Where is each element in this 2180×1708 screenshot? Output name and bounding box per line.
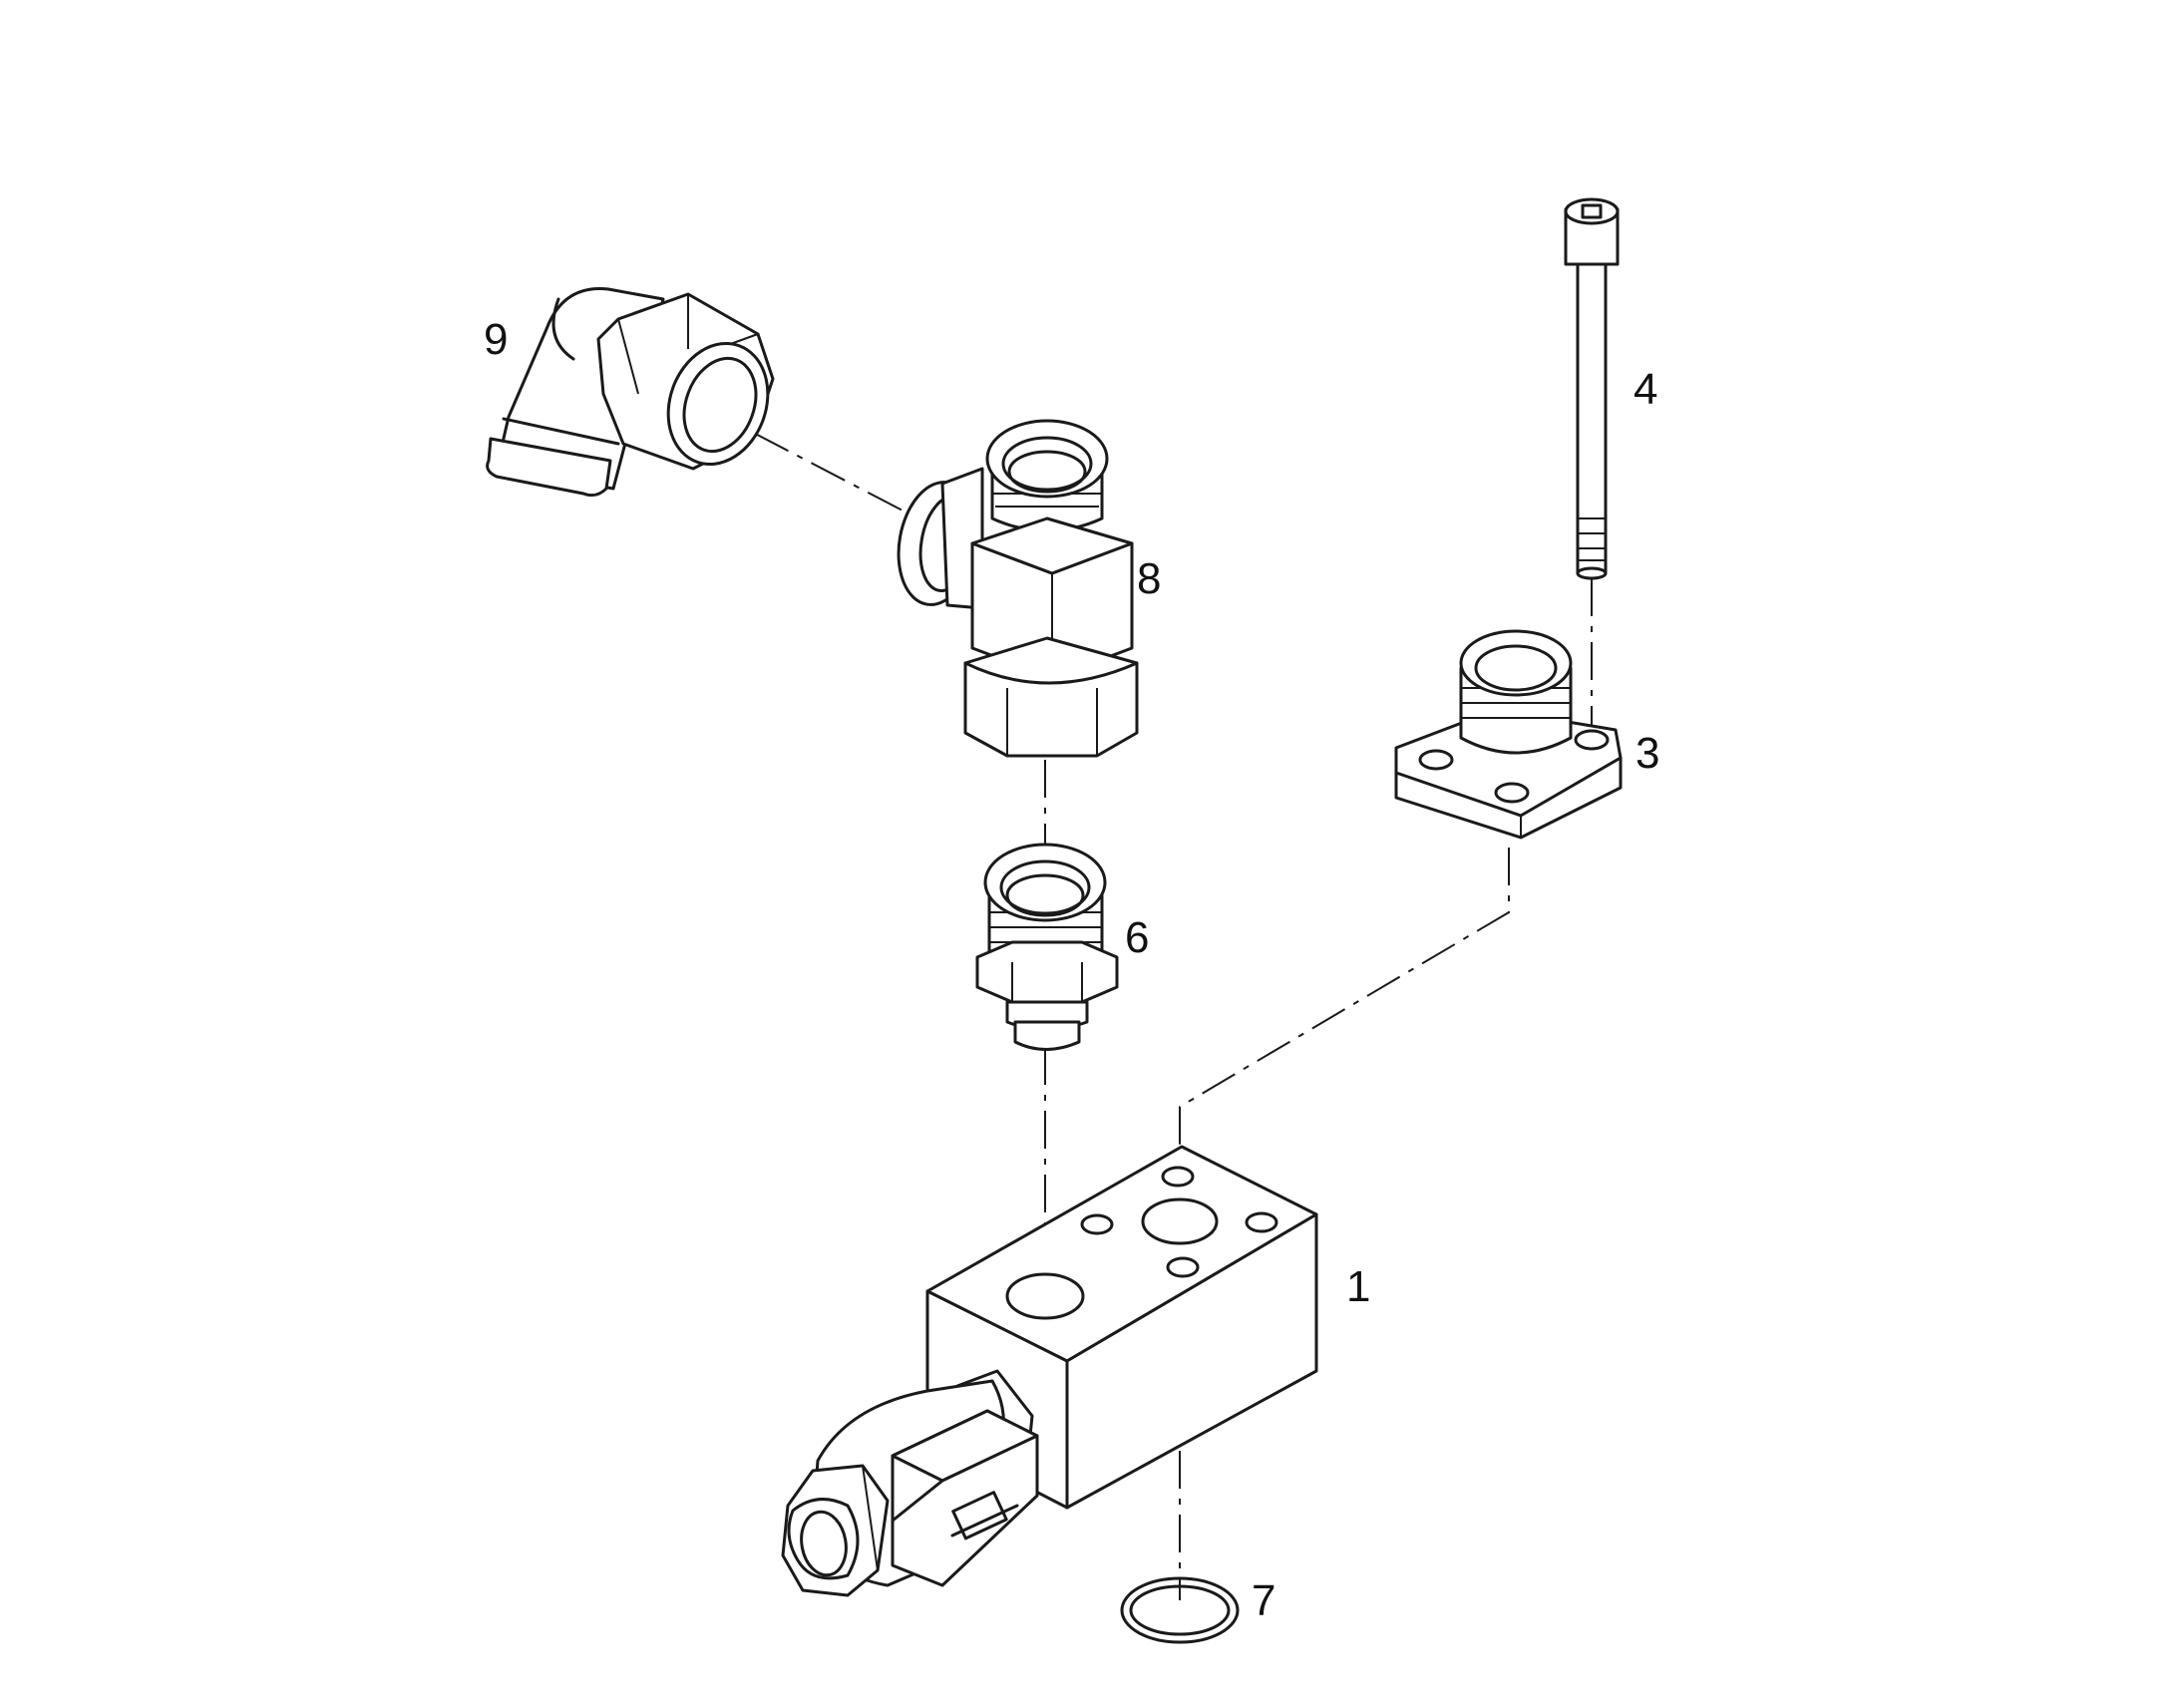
port-hole-large-b xyxy=(1141,1197,1219,1245)
part-9-elbow-fitting xyxy=(486,287,775,498)
callout-8: 8 xyxy=(1137,554,1161,603)
callout-3: 3 xyxy=(1635,729,1659,778)
callout-4: 4 xyxy=(1634,365,1657,414)
part-8-tee-fitting xyxy=(897,419,1139,758)
callout-1: 1 xyxy=(1346,1262,1370,1311)
part-1-valve-block xyxy=(781,1145,1318,1597)
part-7-o-ring xyxy=(1120,1576,1240,1644)
callout-9: 9 xyxy=(484,315,508,364)
part-4-cap-screw xyxy=(1564,197,1620,580)
callout-7: 7 xyxy=(1252,1576,1275,1625)
part-6-adapter-fitting xyxy=(975,843,1119,1051)
callout-labels: 1 3 4 6 7 8 9 xyxy=(484,315,1659,1625)
port-hole-large-a xyxy=(1005,1272,1085,1320)
centerline-3-to-1 xyxy=(1179,848,1510,1195)
centerline-9-to-8 xyxy=(697,403,904,512)
part-3-flange-adapter xyxy=(1394,629,1623,840)
callout-6: 6 xyxy=(1125,913,1149,962)
